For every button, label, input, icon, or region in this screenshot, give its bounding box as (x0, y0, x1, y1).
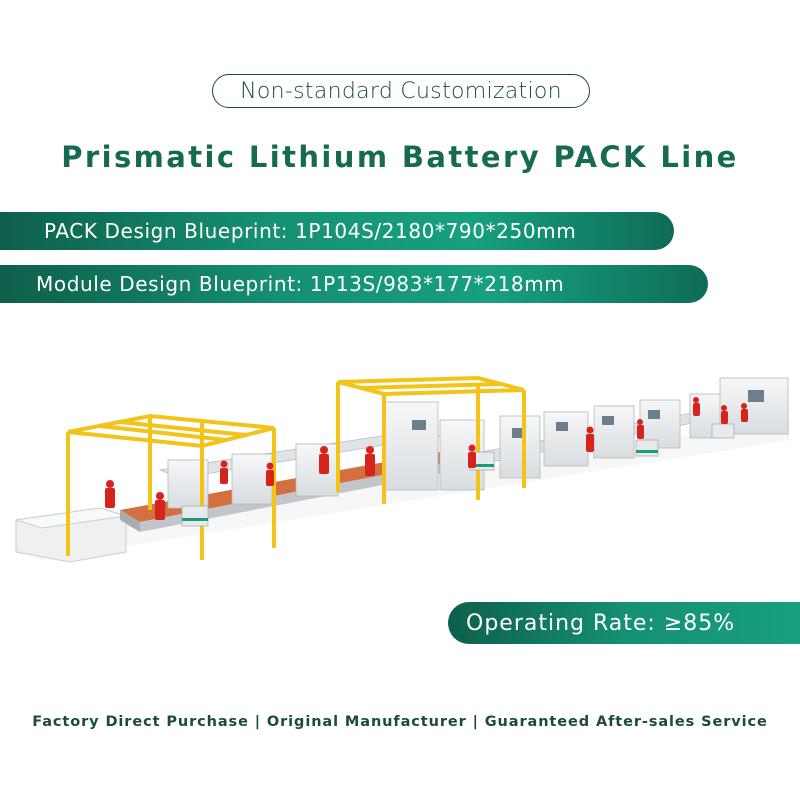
customization-tag-text: Non-standard Customization (240, 78, 562, 104)
footer-tagline: Factory Direct Purchase | Original Manuf… (32, 714, 768, 730)
worker-figure (637, 419, 644, 439)
worker-figure (319, 446, 329, 474)
production-line-illustration (15, 375, 790, 563)
worker-figure (266, 462, 274, 486)
page-title: Prismatic Lithium Battery PACK Line (61, 140, 739, 174)
module-spec-text: Module Design Blueprint: 1P13S/983*177*2… (36, 272, 565, 296)
worker-figure (586, 426, 594, 452)
workstations (167, 377, 789, 509)
loading-platform (15, 507, 127, 563)
gantry-frame-left (66, 413, 276, 560)
worker-figure (365, 446, 375, 476)
cart-accents (182, 450, 658, 521)
gantry-frame-right (336, 375, 526, 504)
worker-figure (468, 444, 476, 468)
customization-tag: Non-standard Customization (212, 74, 590, 108)
machine-panels (412, 390, 764, 438)
operating-rate-text: Operating Rate: ≥85% (466, 610, 736, 636)
worker-figure (693, 397, 700, 416)
worker-figure (741, 403, 748, 422)
workers (105, 397, 748, 520)
pack-spec-banner: PACK Design Blueprint: 1P104S/2180*790*2… (0, 212, 674, 250)
module-spec-banner: Module Design Blueprint: 1P13S/983*177*2… (0, 265, 708, 303)
worker-figure (220, 460, 228, 484)
pack-spec-text: PACK Design Blueprint: 1P104S/2180*790*2… (44, 219, 577, 243)
operating-rate-banner: Operating Rate: ≥85% (448, 602, 800, 644)
worker-figure (721, 405, 728, 424)
worker-figure (155, 492, 165, 520)
worker-figure (105, 480, 115, 508)
